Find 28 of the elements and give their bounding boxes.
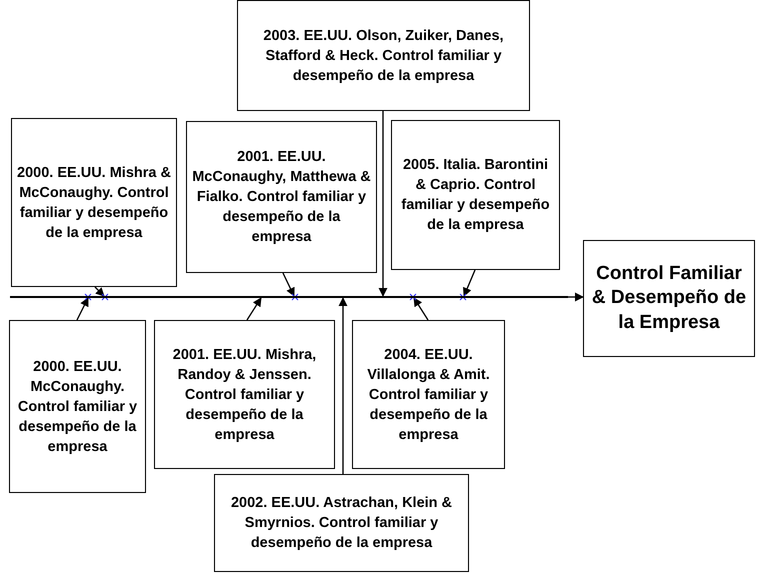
study-text: 2000. EE.UU. Mishra & McConaughy. Control familiar y desempeño de la empresa: [16, 164, 172, 242]
timeline-line: [10, 296, 568, 298]
study-box: [9, 320, 146, 493]
study-text: 2003. EE.UU. Olson, Zuiker, Danes, Stafford & Heck. Control familiar y desempeño de la empresa: [262, 26, 505, 86]
arrow: [94, 286, 105, 297]
study-box: [11, 118, 177, 287]
arrow: [463, 270, 476, 297]
study-text: 2002. EE.UU. Astrachan, Klein & Smyrnios. Control familiar y desempeño de la empresa: [230, 494, 454, 553]
study-box: [186, 121, 377, 273]
study-text: 2001. EE.UU. McConaughy, Matthewa & Fialko. Control familiar y desempeño de la empresa: [191, 148, 372, 247]
study-text: 2000. EE.UU. McConaughy. Control familiar y desempeño de la empresa: [16, 358, 138, 456]
study-text: 2001. EE.UU. Mishra, Randoy & Jenssen. Control familiar y desempeño de la empresa: [172, 346, 318, 444]
study-text: 2005. Italia. Barontini & Caprio. Control familiar y desempeño de la empresa: [400, 156, 551, 235]
arrow: [568, 292, 584, 302]
study-text: Control Familiar & Desempeño de la Empresa: [590, 262, 748, 335]
arrow: [378, 111, 388, 297]
arrow: [246, 297, 262, 320]
result-box: [583, 240, 755, 357]
arrow: [413, 297, 429, 320]
study-text: 2004. EE.UU. Villalonga & Amit. Control familiar y desempeño de la empresa: [366, 346, 491, 444]
arrow: [76, 297, 89, 320]
study-box: [352, 320, 505, 469]
study-box: [391, 120, 560, 270]
arrow: [282, 272, 295, 297]
study-box: [154, 320, 335, 469]
study-box: [237, 0, 530, 111]
study-box: [214, 474, 469, 572]
arrow: [338, 297, 348, 474]
